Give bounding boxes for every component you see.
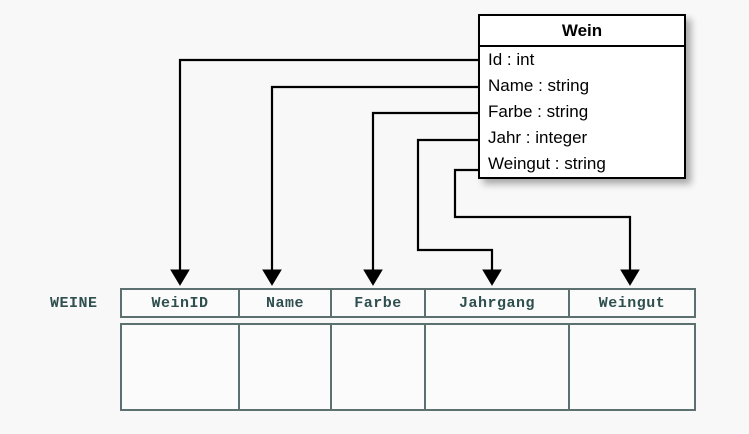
class-attribute: Id : int bbox=[488, 50, 535, 69]
class-name: Wein bbox=[480, 16, 684, 47]
class-attribute: Name : string bbox=[488, 76, 590, 95]
table-column-header: Weingut bbox=[598, 294, 666, 312]
mapping-connector-weingut-weingut bbox=[453, 168, 640, 286]
table-name-label: WEINE bbox=[50, 295, 98, 312]
table-cell bbox=[240, 325, 332, 409]
table-cell bbox=[122, 325, 240, 409]
class-attribute: Weingut : string bbox=[488, 154, 606, 173]
table-column-header: WeinID bbox=[122, 290, 240, 316]
table-cell bbox=[332, 325, 426, 409]
table-body-row bbox=[120, 323, 696, 411]
table-cell bbox=[570, 325, 694, 409]
table-column-header: Jahrgang bbox=[426, 290, 570, 316]
class-attribute: Jahr : integer bbox=[488, 128, 588, 147]
table-cell bbox=[426, 325, 570, 409]
class-attribute-list: Id : int Name : string Farbe : string Ja… bbox=[480, 47, 684, 177]
uml-class-box: Wein Id : int Name : string Farbe : stri… bbox=[478, 14, 686, 179]
table-column-header: Farbe bbox=[332, 290, 426, 316]
mapping-connector-id-weinid bbox=[170, 58, 478, 286]
mapping-connector-name-name bbox=[262, 85, 478, 286]
table-header-row: WeinID Name Farbe Jahrgang Weingut bbox=[120, 288, 696, 318]
table-column-header: Name bbox=[240, 290, 332, 316]
mapping-connector-farbe-farbe bbox=[363, 111, 478, 286]
class-attribute: Farbe : string bbox=[488, 102, 589, 121]
